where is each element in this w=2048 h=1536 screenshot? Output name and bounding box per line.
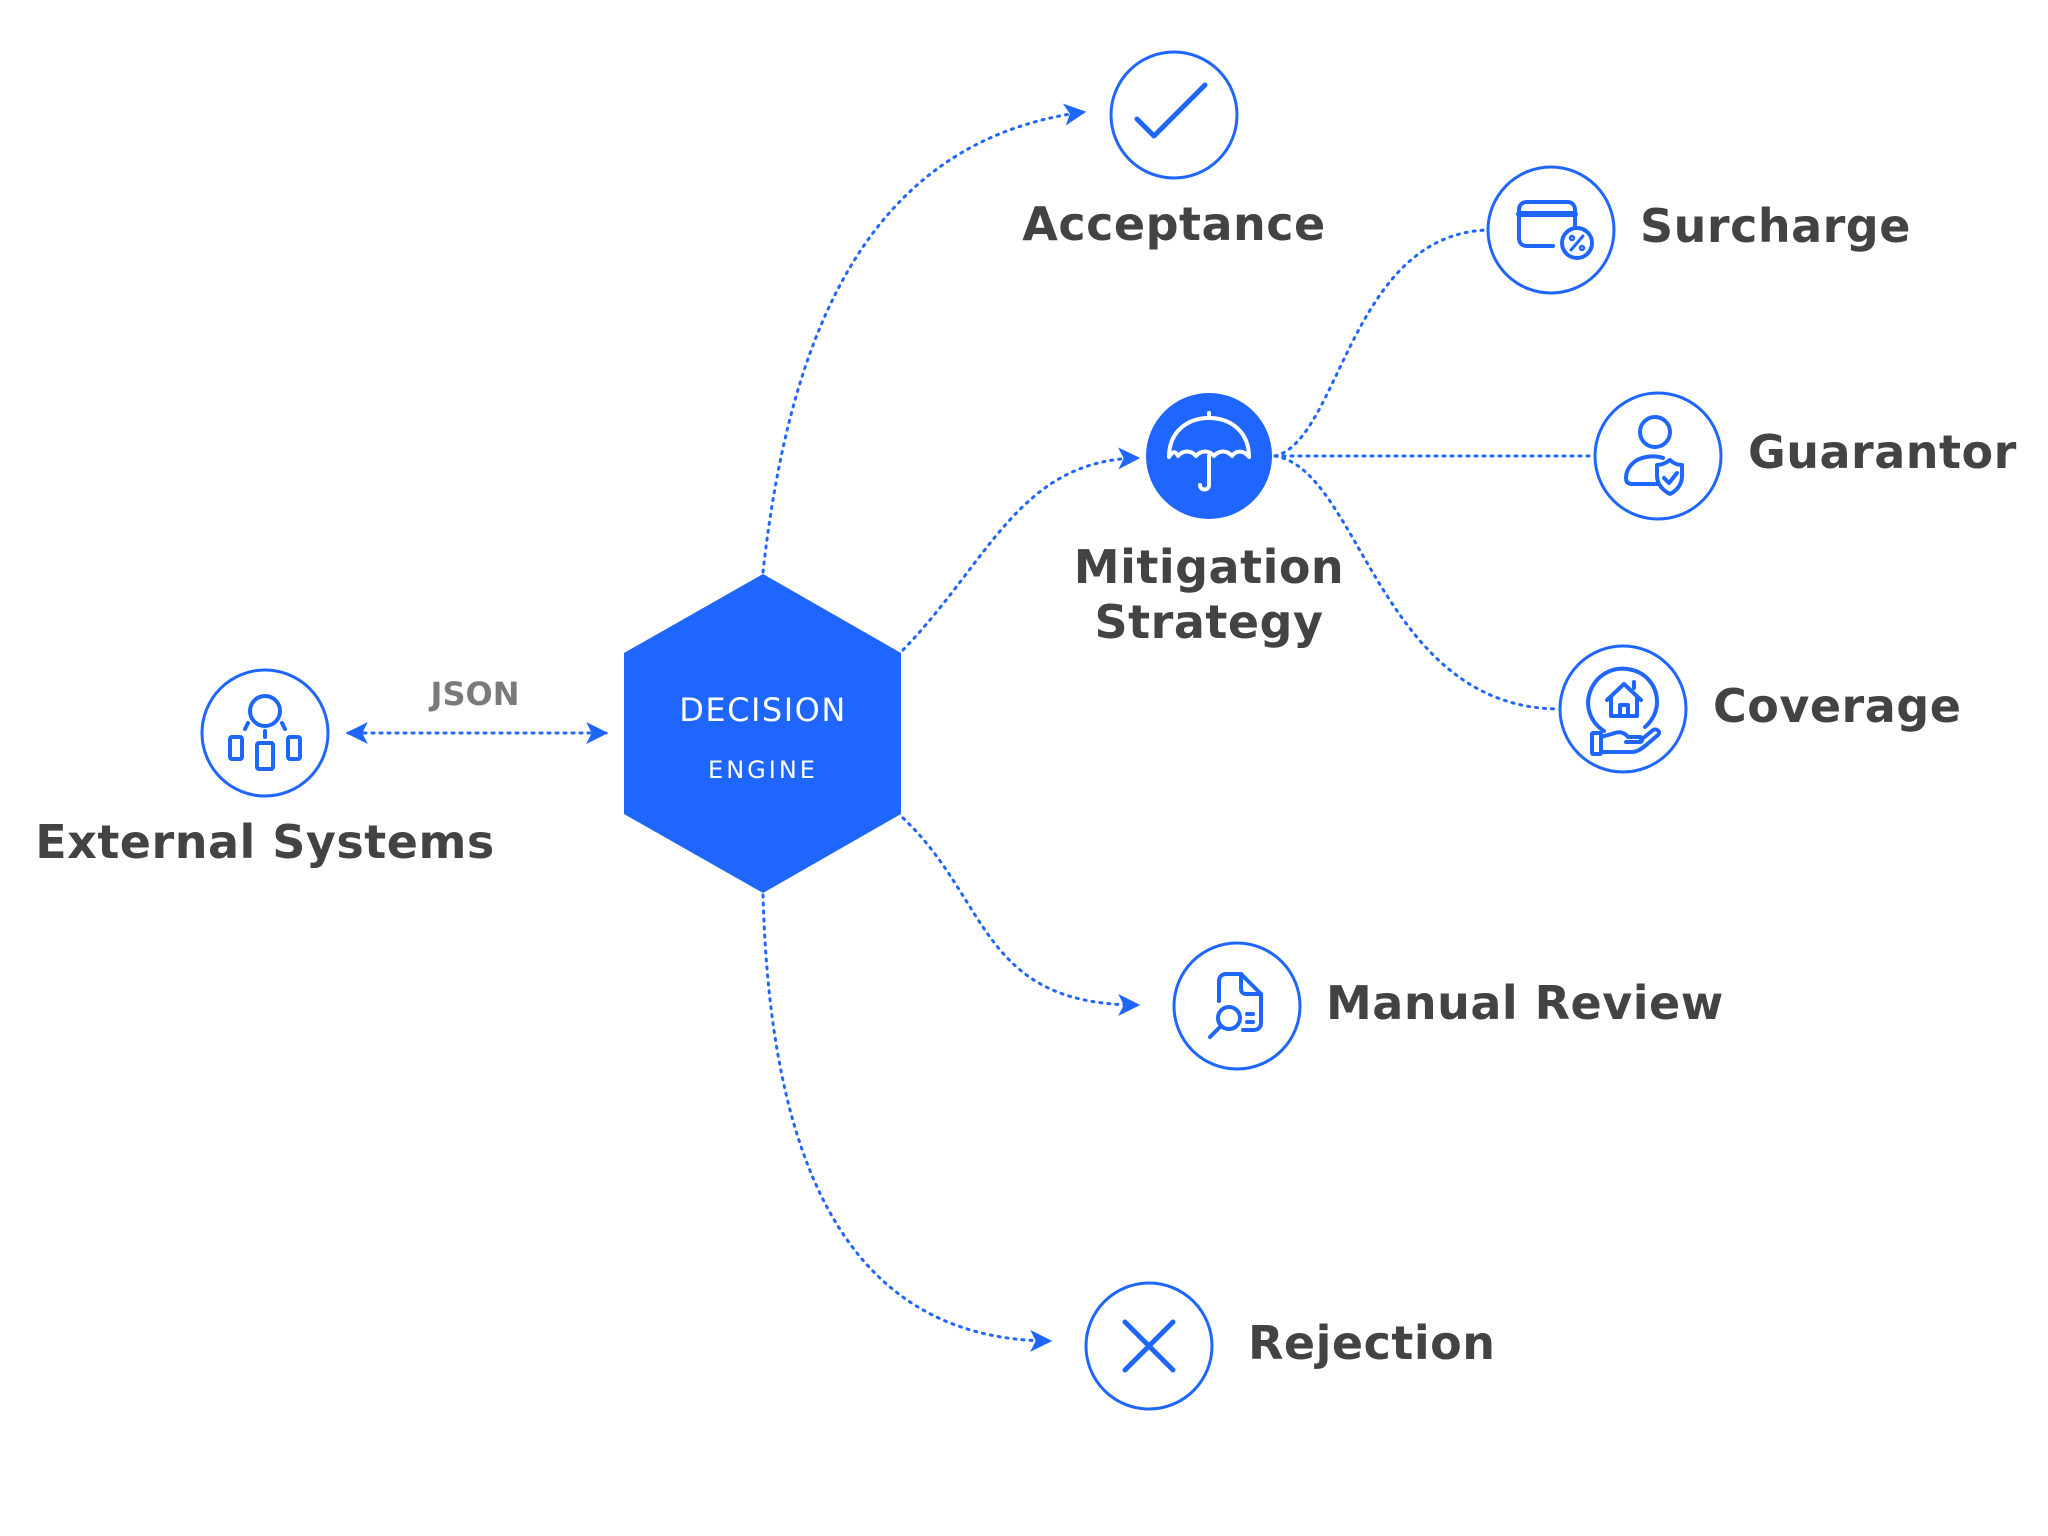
decision-engine-subtitle: ENGINE: [708, 756, 818, 784]
external-systems-label: External Systems: [35, 815, 495, 869]
hand-house-icon: [1586, 666, 1662, 756]
connector-surcharge: [1273, 228, 1489, 458]
guarantor-node[interactable]: [1593, 391, 1723, 521]
connector-manual-review: [901, 816, 1141, 1016]
connector-mitigation: [901, 447, 1141, 652]
mitigation-label-line2: Strategy: [1094, 595, 1324, 650]
umbrella-icon: [1167, 411, 1251, 492]
rejection-label: Rejection: [1248, 1316, 1496, 1370]
rejection-node[interactable]: [1084, 1281, 1214, 1411]
manual-review-node[interactable]: [1172, 941, 1302, 1071]
org-network-icon: [228, 694, 302, 771]
acceptance-node[interactable]: [1109, 50, 1239, 180]
manual-review-label: Manual Review: [1326, 976, 1724, 1030]
user-shield-icon: [1624, 415, 1684, 496]
mitigation-strategy-label: Mitigation Strategy: [1074, 540, 1344, 650]
guarantor-label: Guarantor: [1748, 425, 2017, 479]
credit-card-percent-icon: [1516, 200, 1594, 260]
acceptance-label: Acceptance: [1022, 197, 1326, 251]
checkmark-icon: [1134, 82, 1208, 139]
connector-rejection: [761, 893, 1053, 1352]
coverage-node[interactable]: [1558, 644, 1688, 774]
surcharge-label: Surcharge: [1640, 199, 1911, 253]
connector-acceptance: [761, 103, 1087, 574]
external-systems-node[interactable]: [200, 668, 330, 798]
x-icon: [1122, 1319, 1176, 1373]
coverage-label: Coverage: [1713, 679, 1962, 733]
surcharge-node[interactable]: [1486, 165, 1616, 295]
decision-engine-hexagon[interactable]: [624, 574, 901, 893]
mitigation-label-line1: Mitigation: [1073, 540, 1345, 594]
document-search-icon: [1208, 972, 1263, 1039]
decision-engine-title: DECISION: [679, 691, 847, 729]
json-connection-label: JSON: [430, 675, 520, 713]
mitigation-strategy-node[interactable]: [1146, 393, 1272, 519]
